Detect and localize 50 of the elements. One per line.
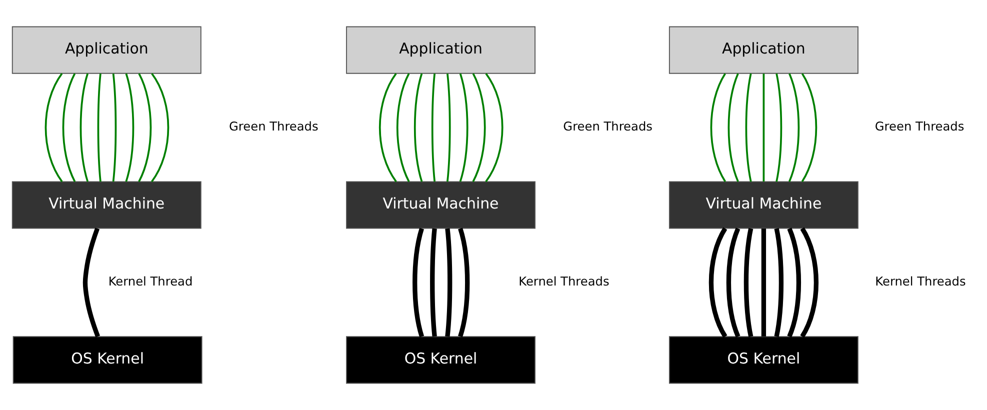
connector [97,74,102,182]
connector [458,228,470,338]
connector [44,73,63,182]
node-box: Application [668,26,858,74]
node-box: OS Kernel [346,336,536,384]
node-box: OS Kernel [12,336,202,384]
connector [787,228,802,338]
connector [62,73,76,182]
label: Green Threads [563,120,652,134]
connector [776,73,782,182]
node-box: Virtual Machine [12,181,202,229]
connector [459,73,468,182]
connector [446,74,451,182]
connector [744,228,754,337]
connector [412,228,424,338]
connector [708,227,728,338]
connector [788,73,800,182]
connector [762,74,765,182]
connector [80,73,89,182]
label: Green Threads [874,120,964,134]
label: Kernel Thread [108,274,193,289]
node-box: OS Kernel [668,336,858,384]
connector [726,228,740,338]
connector [431,74,436,182]
connector [761,228,766,337]
node-box: Virtual Machine [668,181,858,229]
connector [485,73,504,182]
connector [445,228,452,337]
connector [82,228,100,338]
connector [774,228,784,337]
node-box: Application [12,26,202,74]
label: Kernel Threads [518,274,610,289]
connector [112,74,117,182]
connector [801,73,818,182]
connector [430,228,437,337]
connector [138,73,152,182]
connector [710,73,726,182]
connector [396,73,410,182]
connector [414,73,423,182]
connector [150,73,170,182]
node-box: Application [346,26,536,74]
label: Green Threads [229,120,318,134]
label: Kernel Threads [875,274,966,289]
connector [745,73,752,182]
connector [378,73,397,182]
connector [800,227,819,338]
connector [728,73,739,182]
node-box: Virtual Machine [346,181,536,229]
connector [125,73,134,182]
connector [472,73,486,182]
